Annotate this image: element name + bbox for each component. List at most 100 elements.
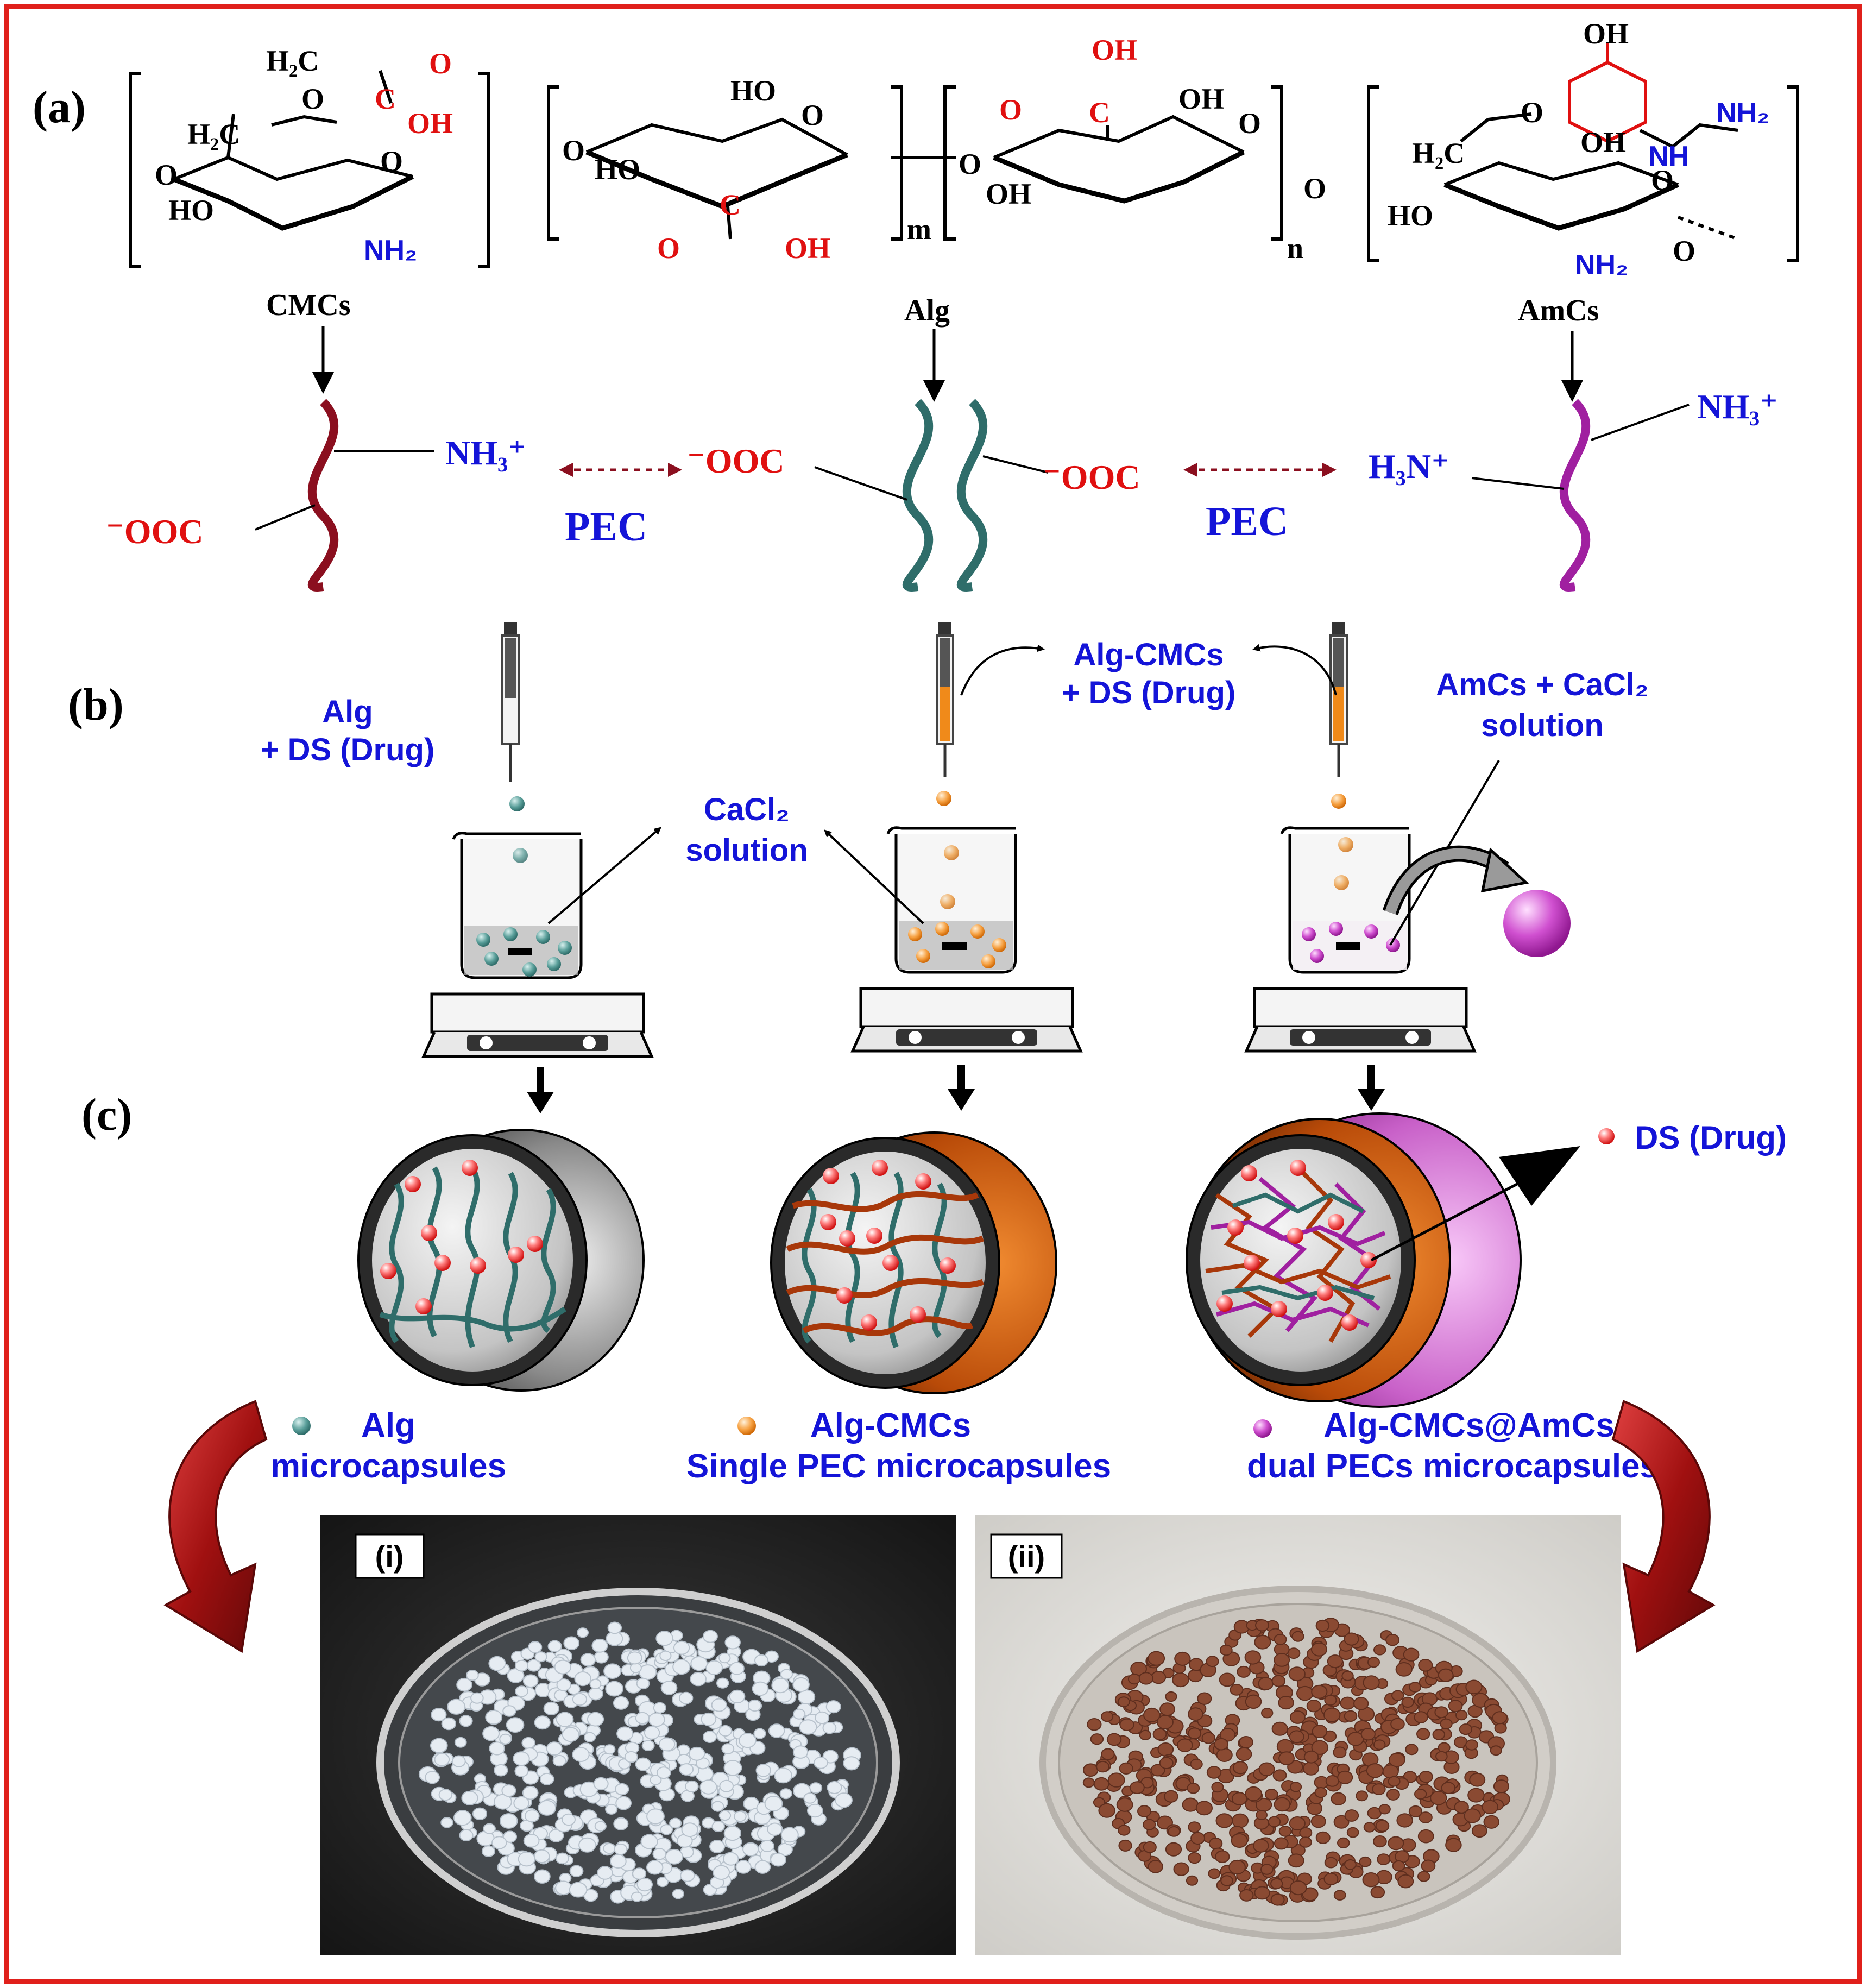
photo-bead xyxy=(1315,1831,1331,1844)
photo-bead xyxy=(1310,1815,1326,1828)
photo-bead xyxy=(1220,1875,1233,1886)
photo-bead xyxy=(1220,1728,1236,1742)
algcmcs-drug-label-line1: Alg-CMCs xyxy=(1073,637,1224,672)
photo-bead xyxy=(1165,1842,1182,1857)
alg-ho-top: HO xyxy=(730,74,776,107)
cmcs-o-ring: O xyxy=(380,145,403,178)
ds-drug-legend-label: DS (Drug) xyxy=(1635,1119,1787,1156)
photo-bead xyxy=(1482,1800,1498,1814)
alg-ooc-minus-right: ⁻OOC xyxy=(1043,458,1140,496)
photo-bead xyxy=(1254,1886,1270,1900)
photo-bead xyxy=(798,1689,816,1704)
photo-bead xyxy=(1392,1860,1405,1872)
photo-bead xyxy=(1258,1762,1275,1777)
photo-bead xyxy=(514,1765,529,1777)
photo-bead xyxy=(440,1817,453,1828)
amcs-cacl2-label-line1: AmCs + CaCl₂ xyxy=(1436,667,1649,702)
photo-bead xyxy=(1268,1816,1281,1828)
photo-bead xyxy=(767,1822,783,1836)
photo-bead xyxy=(1356,1790,1369,1802)
photo-bead xyxy=(1164,1790,1178,1803)
photo-bead xyxy=(631,1891,643,1902)
photo-bead xyxy=(1143,1819,1156,1830)
photo-bead xyxy=(1278,1751,1295,1765)
photo-bead xyxy=(729,1662,745,1675)
photo-bead xyxy=(572,1693,588,1706)
photo-bead xyxy=(1414,1789,1427,1800)
photo-bead xyxy=(1148,1860,1164,1873)
photo-bead xyxy=(1448,1700,1463,1713)
photo-bead xyxy=(641,1740,655,1751)
photo-bead xyxy=(1327,1654,1343,1669)
amcs-oh-top: OH xyxy=(1583,17,1629,50)
photo-bead xyxy=(713,1865,730,1880)
photo-bead xyxy=(685,1780,699,1792)
curved-arrow-to-right-syringe xyxy=(1252,644,1337,696)
dual-legend-line2: dual PECs microcapsules xyxy=(1247,1448,1659,1485)
photo-bead xyxy=(562,1813,576,1826)
photo-bead xyxy=(1228,1859,1246,1875)
photo-bead xyxy=(1395,1662,1413,1677)
panel-label-a: (a) xyxy=(33,82,86,133)
photo-bead xyxy=(556,1712,574,1727)
photo-bead xyxy=(552,1754,566,1767)
photo-bead xyxy=(1362,1872,1380,1888)
syringe-amcs xyxy=(1329,622,1348,777)
photo-bead xyxy=(591,1638,608,1653)
photo-bead xyxy=(1353,1697,1369,1710)
photo-bead xyxy=(1215,1850,1230,1863)
photo-bead xyxy=(716,1677,729,1689)
beaker-setup-alg xyxy=(421,832,654,1058)
single-legend-dot xyxy=(737,1417,756,1435)
photo-bead xyxy=(1107,1772,1125,1788)
photo-bead xyxy=(1245,1694,1262,1709)
photo-bead xyxy=(711,1801,724,1812)
amcs-chain xyxy=(1559,399,1591,592)
photo-bead xyxy=(1434,1706,1448,1719)
photo-bead xyxy=(1435,1751,1448,1762)
photo-bead xyxy=(1409,1682,1422,1693)
photo-bead xyxy=(543,1701,559,1715)
alg-legend-dot xyxy=(292,1417,311,1435)
photo-bead xyxy=(506,1717,525,1733)
photo-bead xyxy=(577,1627,589,1638)
photo-bead xyxy=(1101,1748,1115,1760)
photo-bead xyxy=(636,1877,653,1892)
photo-bead xyxy=(755,1764,771,1777)
cacl2-label-line2: solution xyxy=(685,833,808,868)
photo-bead xyxy=(613,1696,629,1710)
photo-bead xyxy=(502,1705,516,1717)
photo-bead xyxy=(1455,1709,1468,1721)
photo-bead xyxy=(1159,1757,1174,1770)
photo-bead xyxy=(1373,1644,1386,1656)
photo-bead xyxy=(1261,1708,1274,1719)
photo-bead xyxy=(1388,1836,1404,1851)
photo-bead xyxy=(1270,1878,1283,1890)
alg-o-carbonyl-2: O xyxy=(999,93,1022,126)
photo-bead xyxy=(699,1779,717,1795)
photo-bead xyxy=(665,1848,684,1865)
photo-bead xyxy=(1418,1659,1433,1672)
photo-bead xyxy=(729,1689,746,1704)
photo-bead xyxy=(1245,1786,1262,1802)
photo-bead xyxy=(578,1837,596,1853)
photo-bead xyxy=(1233,1761,1248,1775)
photo-bead xyxy=(1416,1728,1430,1740)
photo-bead xyxy=(470,1692,484,1704)
photo-bead xyxy=(483,1823,496,1834)
alg-o-ring: O xyxy=(801,99,824,131)
ds-drug-legend-dot xyxy=(1598,1128,1615,1144)
photo-bead xyxy=(807,1803,823,1818)
photo-bead xyxy=(814,1757,828,1769)
photo-bead xyxy=(718,1810,732,1821)
photo-bead xyxy=(719,1779,734,1792)
cmcs-h2c-side: H₂C xyxy=(187,118,240,150)
photo-bead xyxy=(1493,1779,1510,1794)
photo-bead xyxy=(1188,1821,1201,1833)
cacl2-pointer-left xyxy=(547,827,662,924)
photo-bead xyxy=(1367,1657,1380,1668)
photo-bead xyxy=(1231,1792,1247,1805)
photo-bead xyxy=(605,1681,623,1697)
photo-bead xyxy=(547,1640,562,1653)
photo-bead xyxy=(1201,1732,1216,1744)
